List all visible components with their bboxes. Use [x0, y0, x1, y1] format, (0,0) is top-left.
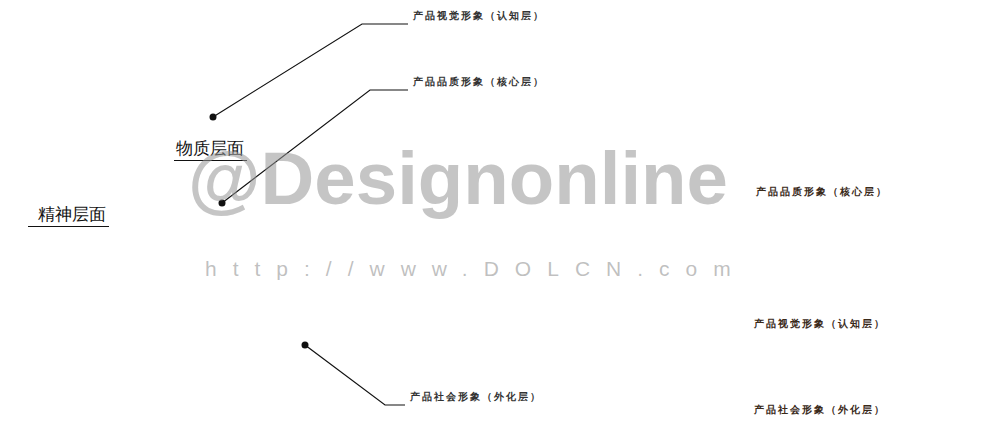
core-circle — [717, 99, 927, 309]
sphere-outline — [28, 12, 440, 424]
layer-label: 精神层面 — [28, 204, 109, 227]
watermark-url: http://www.DOLCN.com — [205, 258, 747, 279]
outer-sphere: 精神层面物质层面 — [26, 10, 442, 426]
callout-label: 产品社会形象（外化层） — [410, 391, 542, 404]
watermark-text: @Designonline — [188, 142, 728, 216]
layer-label: 产品社会形象（外化层） — [754, 404, 886, 417]
callout-label: 产品视觉形象（认知层） — [413, 10, 545, 23]
cutaway-face — [190, 237, 298, 258]
core-circle-shape — [717, 99, 927, 309]
layer-label: 产品品质形象（核心层） — [756, 186, 888, 199]
leader-line — [305, 345, 405, 405]
callout-label: 产品品质形象（核心层） — [413, 76, 545, 89]
layer-label: 产品视觉形象（认知层） — [754, 318, 886, 331]
leader-line — [213, 24, 408, 117]
core-circle: 产品品质形象（核心层） — [717, 99, 927, 309]
